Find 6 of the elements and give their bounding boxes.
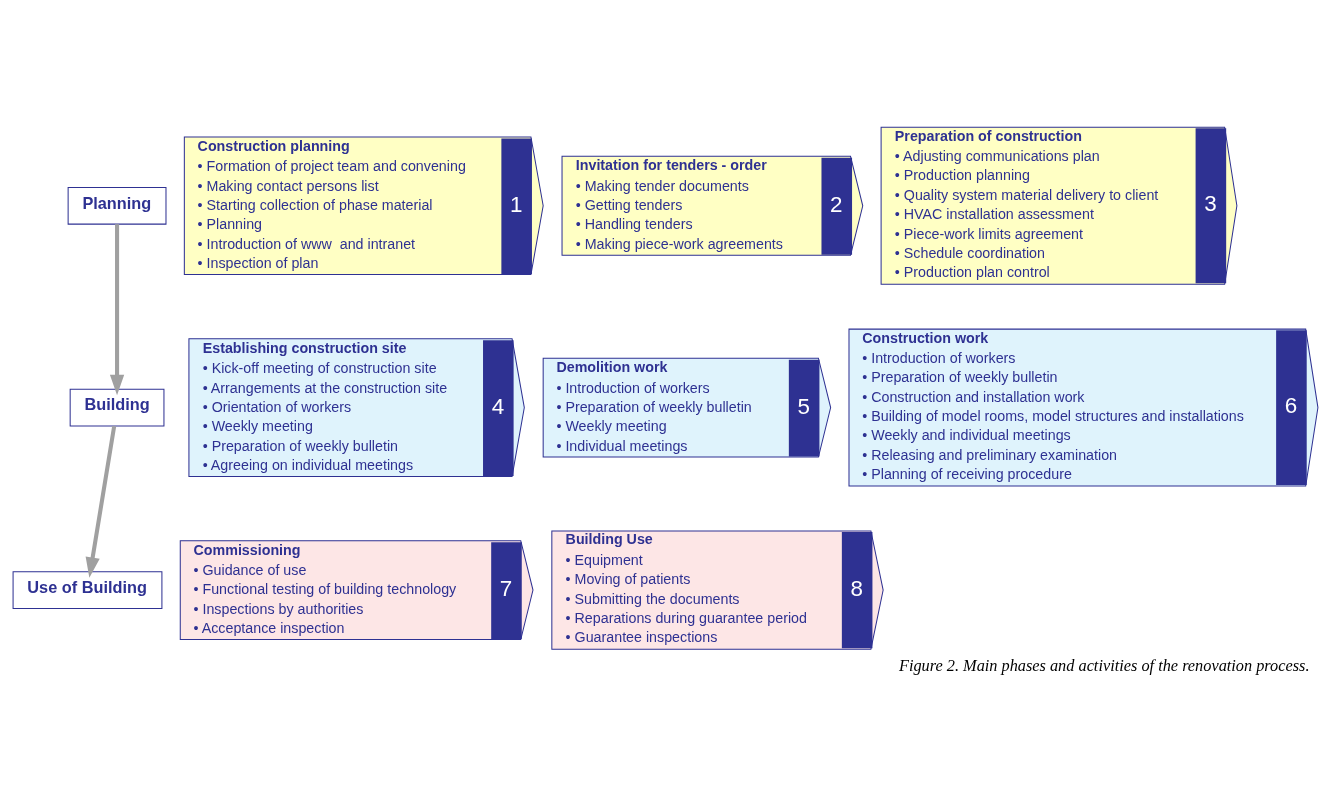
arrow <box>109 224 124 396</box>
caption: Figure 2. Main phases and activities of the renovation process. <box>898 656 1309 676</box>
node-box: Use of Building <box>12 571 162 609</box>
arrow <box>85 425 116 578</box>
node-box: Planning <box>67 186 166 225</box>
node-box: Building <box>69 388 164 427</box>
